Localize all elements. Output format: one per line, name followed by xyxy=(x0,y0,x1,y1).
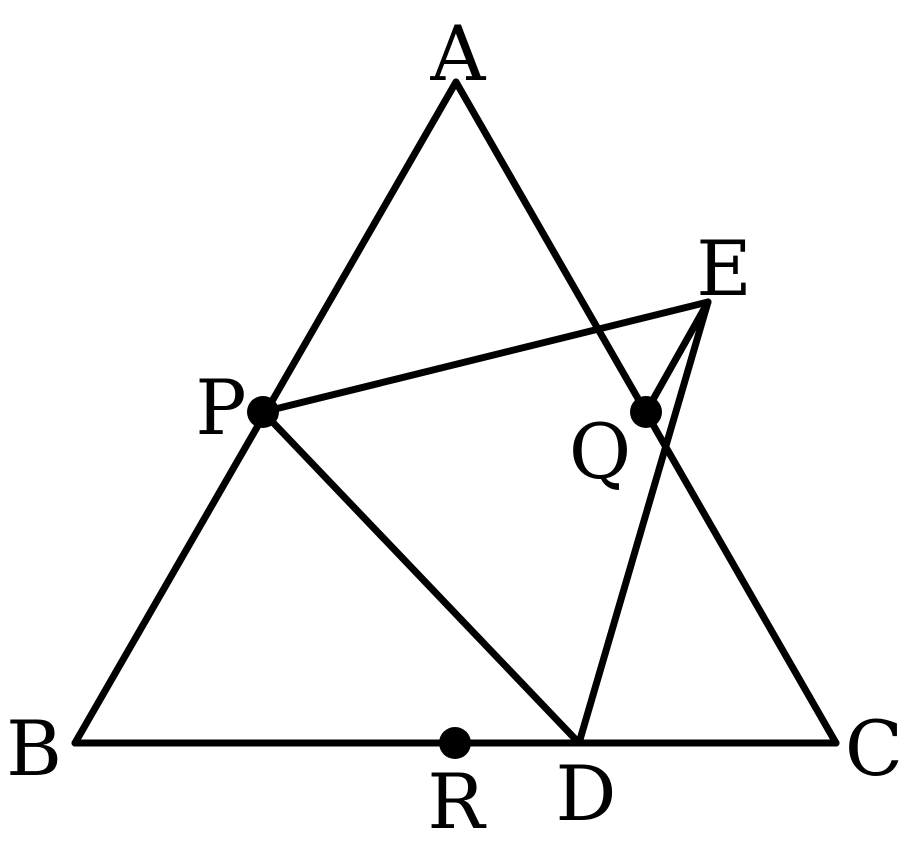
segment-PE xyxy=(259,298,712,416)
point-Q xyxy=(630,396,662,428)
label-C: C xyxy=(845,704,903,793)
segment-PD xyxy=(259,408,583,747)
label-R: R xyxy=(427,757,487,846)
label-B: B xyxy=(6,704,62,793)
label-P: P xyxy=(195,363,246,452)
point-P xyxy=(247,396,279,428)
label-Q: Q xyxy=(569,407,631,496)
segment-EQ xyxy=(642,298,712,416)
segment-ED xyxy=(575,298,712,747)
point-R xyxy=(439,727,471,759)
label-D: D xyxy=(556,749,617,838)
label-A: A xyxy=(430,9,487,98)
label-E: E xyxy=(696,224,751,313)
